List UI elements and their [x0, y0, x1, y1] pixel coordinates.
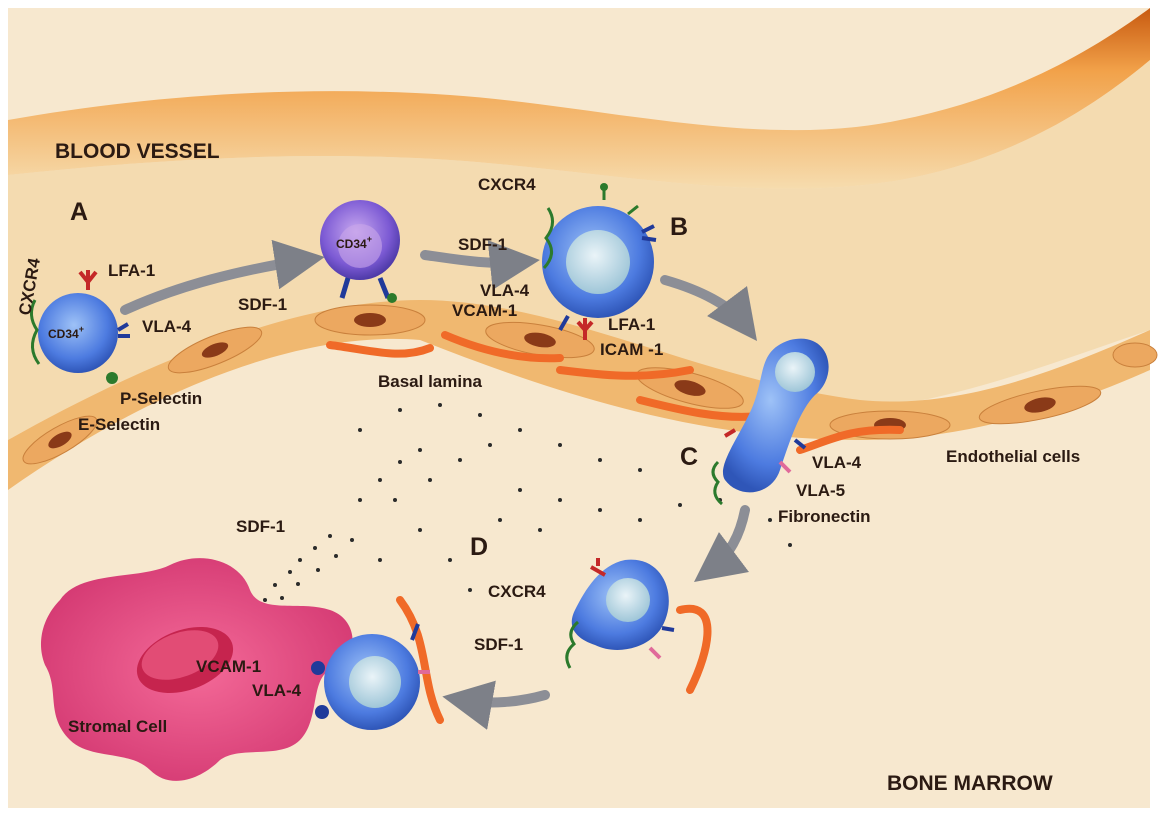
label-sdf1-d: SDF-1	[236, 517, 285, 536]
label-vla5-c: VLA-5	[796, 481, 845, 500]
label-stromal-cell: Stromal Cell	[68, 717, 167, 736]
label-icam1-b: ICAM -1	[600, 340, 663, 359]
label-sdf1-b: SDF-1	[458, 235, 507, 254]
label-vla4-d: VLA-4	[252, 681, 302, 700]
label-e-selectin: E-Selectin	[78, 415, 160, 434]
label-basal-lamina: Basal lamina	[378, 372, 482, 391]
stage-label-c: C	[680, 443, 698, 471]
label-p-selectin: P-Selectin	[120, 389, 202, 408]
label-endothelial-cells: Endothelial cells	[946, 447, 1080, 466]
label-cd34-a: CD34+	[48, 324, 84, 341]
stage-label-b: B	[670, 213, 688, 241]
region-label-blood-vessel: BLOOD VESSEL	[55, 140, 220, 163]
label-sdf1-d2: SDF-1	[474, 635, 523, 654]
label-sdf1-a: SDF-1	[238, 295, 287, 314]
label-vcam1-d: VCAM-1	[196, 657, 261, 676]
label-lfa1-a: LFA-1	[108, 261, 155, 280]
label-vla4-b: VLA-4	[480, 281, 530, 300]
label-lfa1-b: LFA-1	[608, 315, 655, 334]
label-cxcr4-d: CXCR4	[488, 582, 546, 601]
stage-label-d: D	[470, 533, 488, 561]
stage-label-a: A	[70, 198, 88, 226]
label-vla4-c: VLA-4	[812, 453, 862, 472]
label-cxcr4-b: CXCR4	[478, 175, 536, 194]
label-fibronectin: Fibronectin	[778, 507, 871, 526]
region-label-bone-marrow: BONE MARROW	[887, 772, 1053, 795]
label-cd34-top: CD34+	[336, 234, 372, 251]
label-vla4-a: VLA-4	[142, 317, 192, 336]
label-vcam1-b: VCAM-1	[452, 301, 517, 320]
